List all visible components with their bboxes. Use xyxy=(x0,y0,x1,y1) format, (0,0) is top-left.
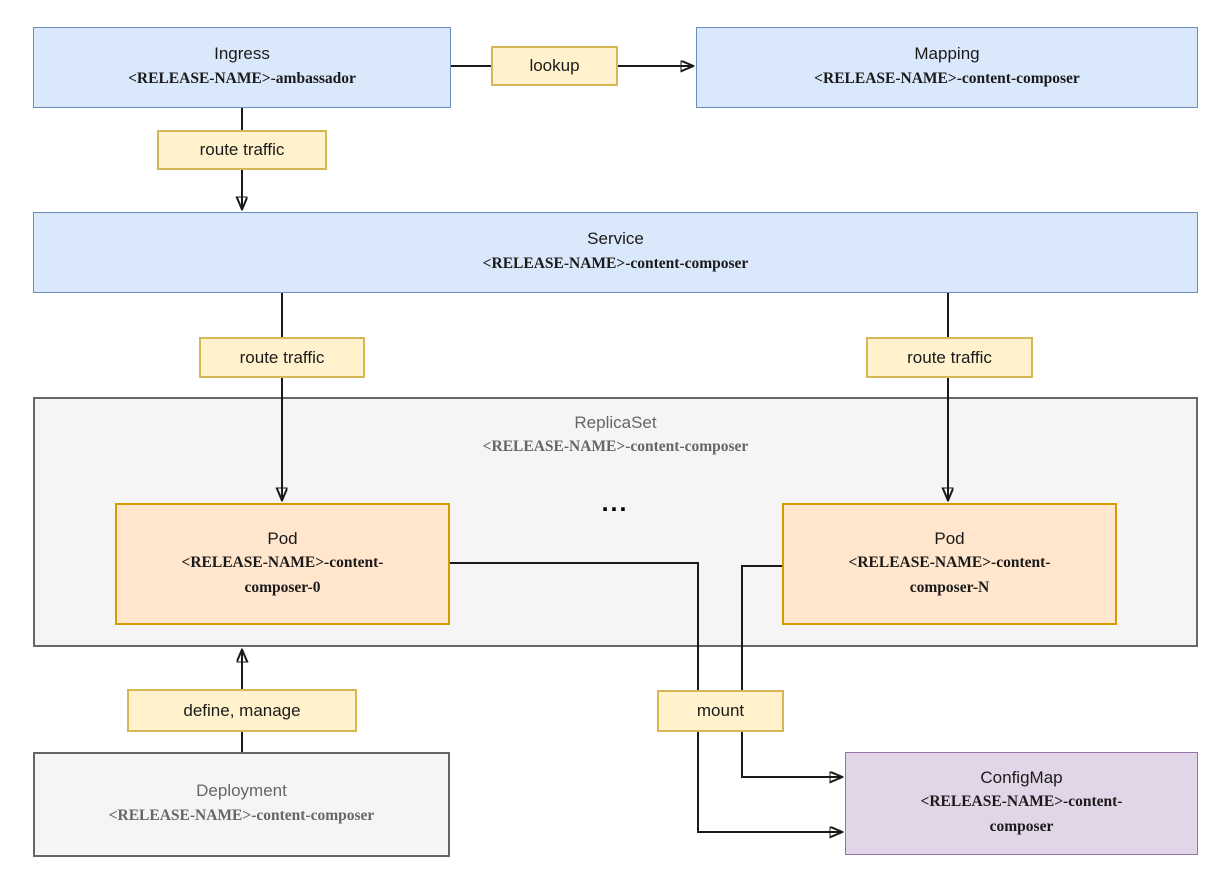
deployment-subtitle: <RELEASE-NAME>-content-composer xyxy=(108,806,375,824)
edge-label-route-traffic-ingress: route traffic xyxy=(157,130,327,170)
configmap-subtitle: <RELEASE-NAME>-content-composer xyxy=(920,793,1123,836)
pod-n-node: Pod <RELEASE-NAME>-content-composer-N xyxy=(782,503,1117,625)
configmap-node: ConfigMap <RELEASE-NAME>-content-compose… xyxy=(845,752,1198,855)
mapping-subtitle: <RELEASE-NAME>-content-composer xyxy=(814,69,1080,87)
configmap-title: ConfigMap xyxy=(980,768,1063,788)
pod-0-node: Pod <RELEASE-NAME>-content-composer-0 xyxy=(115,503,450,625)
pod-0-subtitle: <RELEASE-NAME>-content-composer-0 xyxy=(181,553,384,596)
ingress-title: Ingress xyxy=(214,44,270,64)
deployment-node: Deployment <RELEASE-NAME>-content-compos… xyxy=(33,752,450,857)
edge-label-lookup: lookup xyxy=(491,46,618,86)
pod-n-subtitle: <RELEASE-NAME>-content-composer-N xyxy=(848,553,1051,596)
mapping-node: Mapping <RELEASE-NAME>-content-composer xyxy=(696,27,1198,108)
edge-label-route-traffic-right: route traffic xyxy=(866,337,1033,378)
pod-n-title: Pod xyxy=(934,528,965,548)
service-node: Service <RELEASE-NAME>-content-composer xyxy=(33,212,1198,293)
edge-label-route-traffic-left: route traffic xyxy=(199,337,365,378)
service-subtitle: <RELEASE-NAME>-content-composer xyxy=(482,254,749,272)
ingress-node: Ingress <RELEASE-NAME>-ambassador xyxy=(33,27,451,108)
edge-label-mount: mount xyxy=(657,690,784,732)
replicaset-subtitle: <RELEASE-NAME>-content-composer xyxy=(482,438,749,456)
ingress-subtitle: <RELEASE-NAME>-ambassador xyxy=(128,69,356,87)
edge-podn-configmap xyxy=(741,565,842,777)
mapping-title: Mapping xyxy=(914,44,980,64)
edge-label-define-manage: define, manage xyxy=(127,689,357,732)
pod-0-title: Pod xyxy=(267,528,298,548)
deployment-title: Deployment xyxy=(196,781,287,801)
pods-ellipsis: ... xyxy=(601,488,629,517)
replicaset-title: ReplicaSet xyxy=(574,413,657,432)
service-title: Service xyxy=(587,229,644,249)
